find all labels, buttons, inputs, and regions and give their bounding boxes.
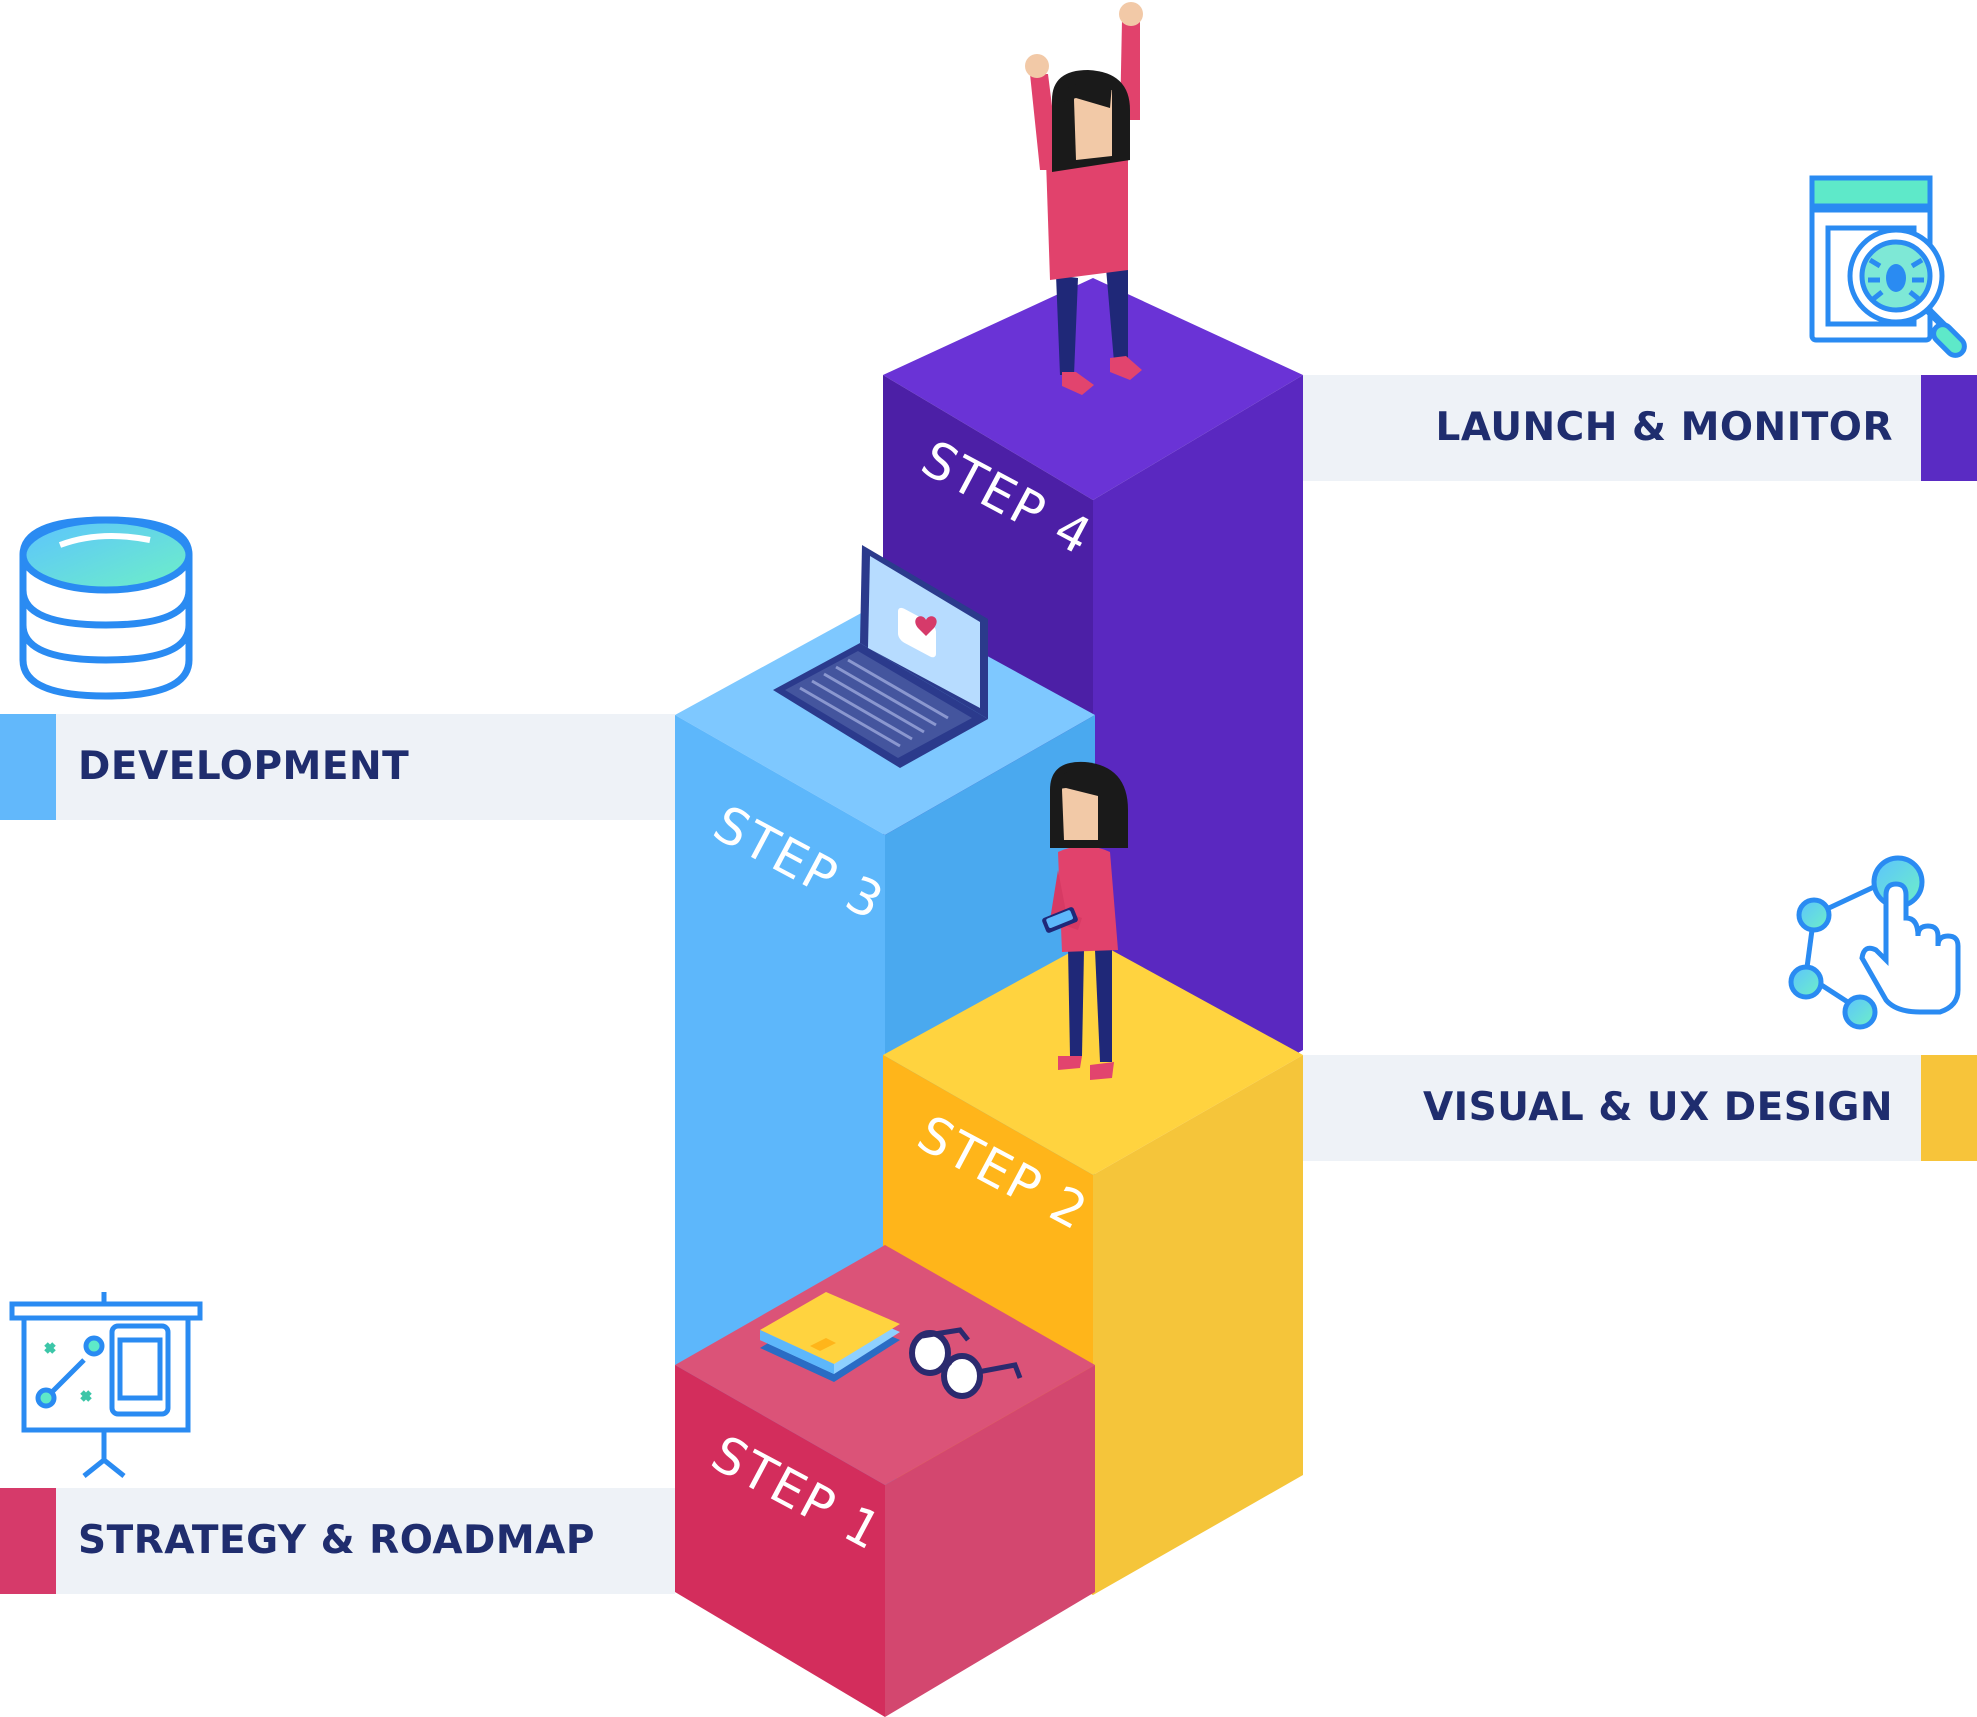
launch-monitor-title: LAUNCH & MONITOR: [1435, 405, 1893, 450]
development-banner: DEVELOPMENT: [0, 714, 675, 820]
strategy-roadmap-banner: STRATEGY & ROADMAP: [0, 1488, 675, 1594]
touch-network-icon: [1788, 855, 1961, 1030]
database-icon: [19, 516, 193, 700]
bug-search-icon: [1809, 175, 1967, 358]
development-accent: [0, 714, 56, 820]
glasses-icon: [909, 1327, 1023, 1399]
strategy-roadmap-accent: [0, 1488, 56, 1594]
presentation-board-icon: [9, 1292, 203, 1478]
visual-ux-design-accent: [1921, 1055, 1977, 1161]
launch-monitor-accent: [1921, 375, 1977, 481]
book-icon: [760, 1292, 900, 1382]
laptop-icon: [773, 545, 988, 768]
woman-with-phone-figure: [1042, 761, 1128, 1080]
strategy-roadmap-title: STRATEGY & ROADMAP: [78, 1518, 595, 1563]
launch-monitor-banner: LAUNCH & MONITOR: [1303, 375, 1977, 481]
visual-ux-design-title: VISUAL & UX DESIGN: [1422, 1085, 1893, 1130]
development-title: DEVELOPMENT: [78, 744, 410, 789]
visual-ux-design-banner: VISUAL & UX DESIGN: [1303, 1055, 1977, 1161]
woman-celebrating-figure: [1025, 2, 1143, 395]
step-1-block: [675, 1245, 1095, 1717]
